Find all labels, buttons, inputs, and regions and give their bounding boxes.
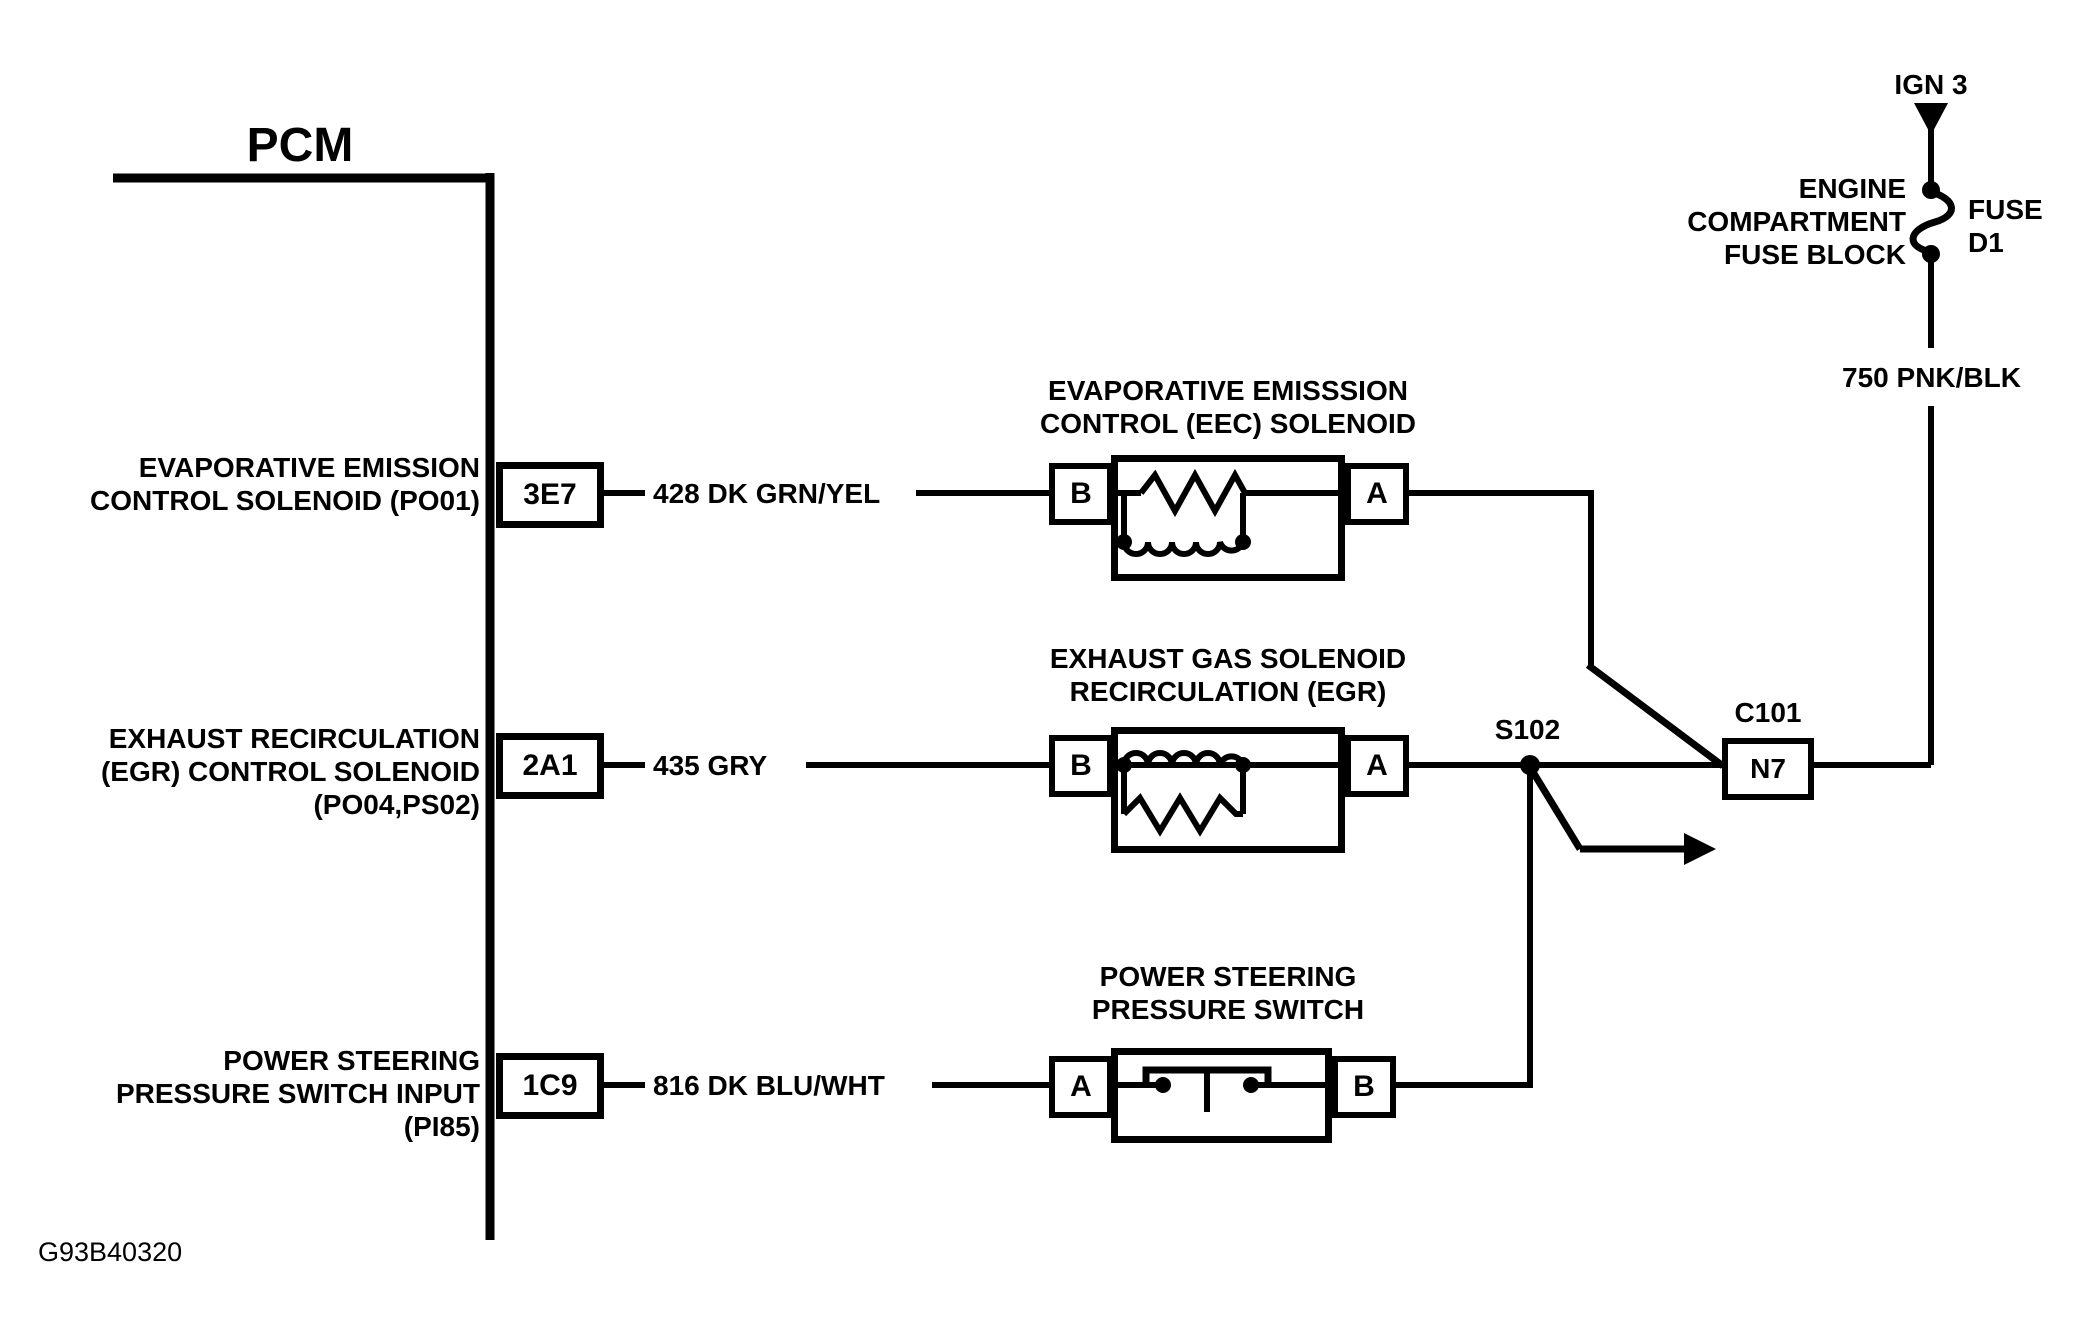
component-box-eec	[1111, 455, 1345, 581]
terminal-box-left: B	[1049, 463, 1113, 525]
pcm-pin-box-1c9: 1C9	[496, 1053, 604, 1119]
terminal-box-right: A	[1345, 735, 1409, 797]
pcm-function-line: POWER STEERING	[223, 1045, 480, 1076]
pcm-label: PCM	[246, 119, 354, 172]
component-title-line: EVAPORATIVE EMISSSION	[1048, 375, 1408, 406]
splice-label: S102	[1494, 714, 1561, 745]
component-title-line: CONTROL (EEC) SOLENOID	[1040, 408, 1416, 439]
figure-id: G93B40320	[38, 1237, 183, 1267]
connector-pin-box: N7	[1722, 738, 1814, 800]
pcm-function-line: EXHAUST RECIRCULATION	[108, 723, 480, 754]
component-title-line: POWER STEERING	[1099, 961, 1357, 992]
terminal-box-left: B	[1049, 735, 1113, 797]
pressure-switch-icon	[1111, 1066, 1332, 1112]
pcm-pin-label: 2A1	[522, 749, 578, 782]
pcm-function-line: (EGR) CONTROL SOLENOID	[100, 756, 480, 787]
wire-750-pnk-blk	[1814, 128, 1934, 768]
fuse-block-line: FUSE BLOCK	[1724, 239, 1906, 270]
fuse-block-line: ENGINE	[1798, 173, 1906, 204]
terminal-label: A	[1366, 477, 1388, 510]
fuse-name-line: FUSE	[1968, 194, 2043, 225]
terminal-label: B	[1070, 749, 1092, 782]
fuse-name-label: FUSE D1	[1968, 193, 2043, 259]
connector-arrow-icon	[1914, 103, 1948, 135]
terminal-label: A	[1366, 749, 1388, 782]
fuse-name-line: D1	[1968, 227, 2004, 258]
pcm-bus-line	[113, 173, 495, 1240]
connector-label: C101	[1734, 697, 1802, 728]
pcm-function-line: PRESSURE SWITCH INPUT	[115, 1078, 480, 1109]
pcm-function-line: CONTROL SOLENOID (PO01)	[90, 485, 480, 516]
component-title-line: EXHAUST GAS SOLENOID	[1049, 643, 1407, 674]
pcm-pin-label: 1C9	[522, 1069, 578, 1102]
component-title-egr: EXHAUST GAS SOLENOID RECIRCULATION (EGR)	[928, 642, 1528, 708]
fuse-block-line: COMPARTMENT	[1687, 206, 1906, 237]
terminal-label: B	[1070, 477, 1092, 510]
pcm-pin-box-3e7: 3E7	[496, 462, 604, 528]
eec-solenoid-icon	[1111, 468, 1345, 557]
pcm-pin-label: 3E7	[523, 478, 577, 511]
component-title-line: RECIRCULATION (EGR)	[1069, 676, 1387, 707]
egr-solenoid-icon	[1111, 750, 1345, 837]
pcm-function-line: (PI85)	[403, 1111, 480, 1142]
signal-arrow-icon	[1530, 770, 1716, 865]
ignition-feed-label: IGN 3	[1894, 69, 1968, 100]
component-box-ps	[1111, 1048, 1332, 1143]
pcm-function-label-egr: EXHAUST RECIRCULATION (EGR) CONTROL SOLE…	[101, 722, 480, 821]
wire-color-label: 816 DK BLU/WHT	[653, 1070, 885, 1101]
connector-pin-label: N7	[1750, 753, 1786, 784]
component-title-ps: POWER STEERING PRESSURE SWITCH	[928, 960, 1528, 1026]
terminal-box-right: A	[1345, 463, 1409, 525]
splice-s102-wires	[1520, 755, 1540, 1085]
pcm-function-line: (PO04,PS02)	[313, 789, 480, 820]
wire-color-label: 428 DK GRN/YEL	[653, 478, 881, 509]
fuse-icon	[1909, 181, 1955, 263]
pcm-pin-box-2a1: 2A1	[496, 733, 604, 799]
component-title-line: PRESSURE SWITCH	[1091, 994, 1365, 1025]
terminal-label: A	[1070, 1070, 1092, 1103]
pcm-function-label-ps: POWER STEERING PRESSURE SWITCH INPUT (PI…	[116, 1044, 480, 1143]
component-box-egr	[1111, 727, 1345, 853]
pcm-function-line: EVAPORATIVE EMISSION	[138, 452, 480, 483]
wire-color-label: 435 GRY	[653, 750, 768, 781]
component-title-eec: EVAPORATIVE EMISSSION CONTROL (EEC) SOLE…	[928, 374, 1528, 440]
terminal-label: B	[1353, 1070, 1375, 1103]
wire-428-dk-grn-yel	[602, 490, 1726, 769]
pcm-function-label-eec: EVAPORATIVE EMISSION CONTROL SOLENOID (P…	[90, 451, 480, 517]
fuse-block-label: ENGINE COMPARTMENT FUSE BLOCK	[1687, 172, 1906, 271]
terminal-box-right: B	[1332, 1056, 1396, 1118]
terminal-box-left: A	[1049, 1056, 1113, 1118]
power-wire-label: 750 PNK/BLK	[1842, 362, 2021, 393]
